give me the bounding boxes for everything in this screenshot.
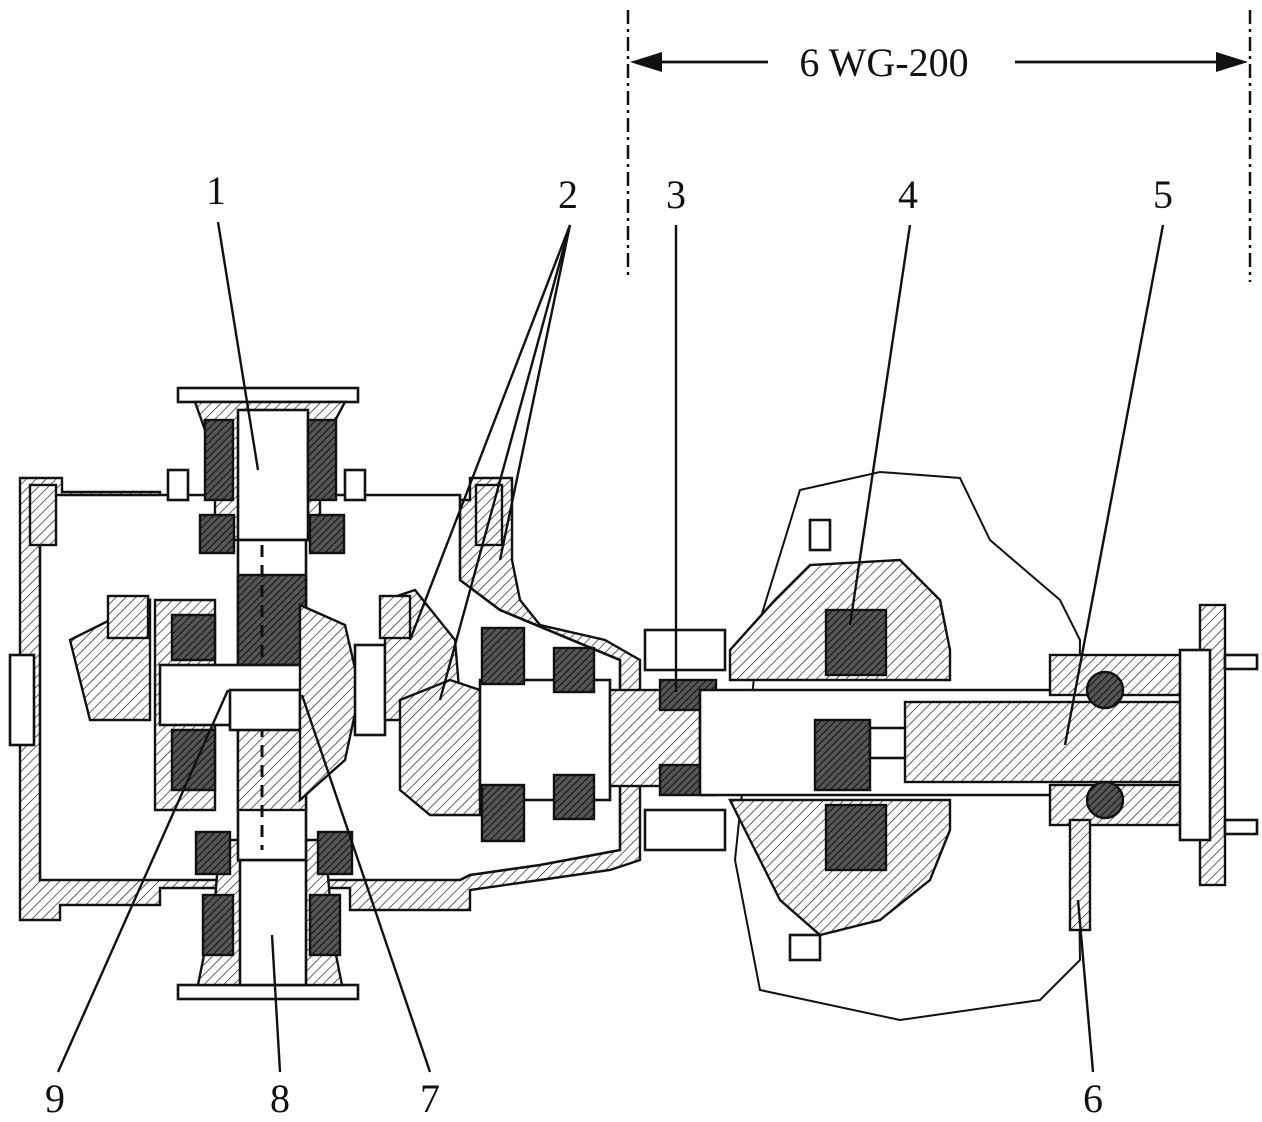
differential-assembly: [68, 588, 482, 817]
callout-7: 7: [420, 1076, 440, 1121]
callout-4: 4: [898, 172, 918, 217]
callout-1: 1: [206, 168, 226, 213]
upper-bearing-housing: [176, 386, 360, 555]
callout-3: 3: [666, 172, 686, 217]
leader-lines: [56, 221, 1165, 1073]
dimension-span: 6 WG-200: [626, 10, 1252, 282]
dimension-label: 6 WG-200: [799, 40, 968, 85]
callout-6: 6: [1083, 1076, 1103, 1121]
hub-reduction-housing: [643, 470, 1192, 1022]
callout-9: 9: [45, 1076, 65, 1121]
callout-2: 2: [558, 172, 578, 217]
callout-labels: 1 2 3 4 5 6 7 8 9: [45, 168, 1173, 1121]
callout-8: 8: [270, 1076, 290, 1121]
wheel-flange: [1048, 603, 1259, 932]
lower-bearing-housing: [176, 830, 360, 1001]
callout-5: 5: [1153, 172, 1173, 217]
